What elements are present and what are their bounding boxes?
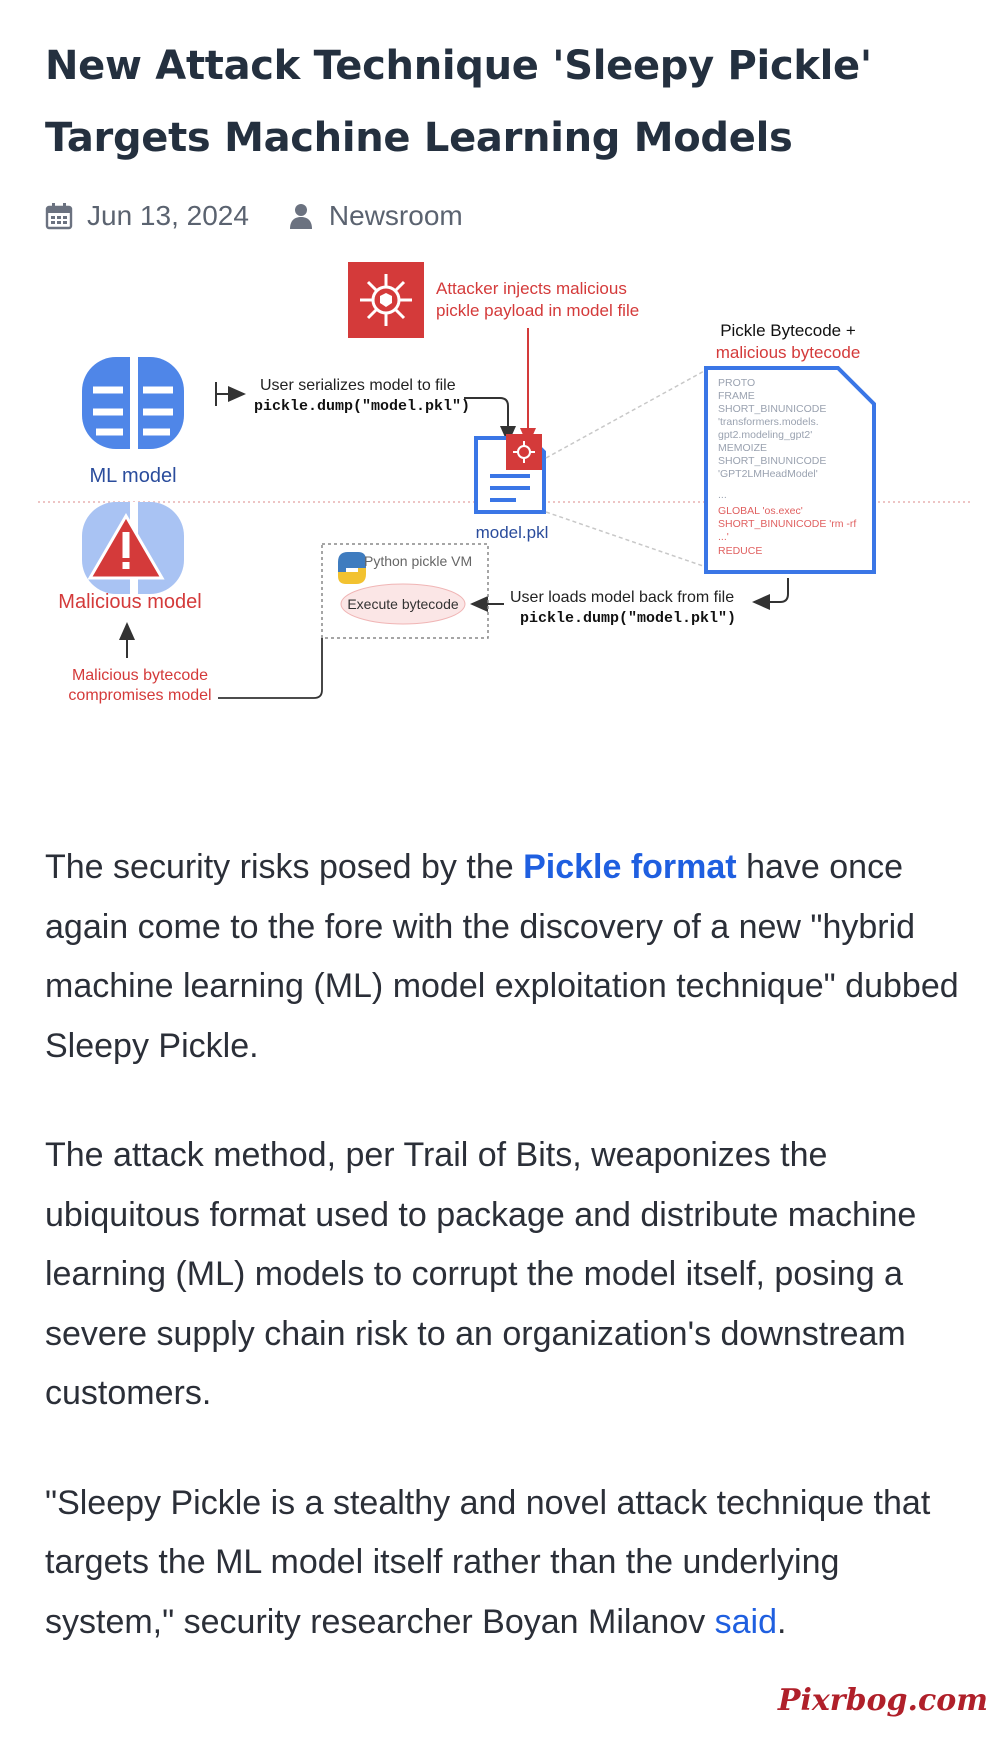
- paragraph-text: .: [777, 1602, 787, 1641]
- ml-model-label: ML model: [89, 465, 176, 487]
- bytecode-line: SHORT_BINUNICODE: [718, 455, 826, 467]
- bytecode-lines: PROTO FRAME SHORT_BINUNICODE 'transforme…: [718, 377, 826, 501]
- paragraph-text: have once again come to the fore with th…: [45, 848, 959, 1065]
- ml-model-brain-icon: [82, 357, 184, 449]
- compromise-label-2: compromises model: [68, 687, 211, 704]
- bytecode-line: 'GPT2LMHeadModel': [718, 468, 818, 480]
- python-vm-label: Python pickle VM: [364, 553, 472, 569]
- python-logo-icon: [338, 552, 366, 584]
- watermark: Pixrbog.com: [777, 1683, 988, 1718]
- attacker-label-1: Attacker injects malicious: [436, 279, 627, 298]
- bytecode-ellipsis: ...: [718, 489, 727, 501]
- bytecode-line: MEMOIZE: [718, 442, 767, 454]
- paragraph-1: The security risks posed by the Pickle f…: [45, 838, 975, 1076]
- bytecode-malicious-line: ...': [718, 531, 729, 543]
- bytecode-malicious-line: SHORT_BINUNICODE 'rm -rf: [718, 518, 856, 530]
- article-body: The security risks posed by the Pickle f…: [45, 838, 975, 1702]
- load-label: User loads model back from file: [510, 589, 734, 606]
- author-link[interactable]: Newsroom: [328, 200, 463, 231]
- bytecode-line: gpt2.modeling_gpt2': [718, 429, 812, 441]
- bytecode-malicious-lines: GLOBAL 'os.exec' SHORT_BINUNICODE 'rm -r…: [718, 505, 856, 557]
- compromise-label-1: Malicious bytecode: [72, 667, 208, 684]
- bytecode-line: FRAME: [718, 390, 755, 402]
- serialize-code: pickle.dump("model.pkl"): [254, 398, 470, 415]
- calendar-icon: [45, 203, 73, 230]
- article-title: New Attack Technique 'Sleepy Pickle' Tar…: [45, 43, 872, 161]
- malicious-model-label: Malicious model: [58, 591, 201, 613]
- pickle-format-link[interactable]: Pickle format: [523, 848, 737, 886]
- model-file-label: model.pkl: [476, 523, 549, 542]
- attacker-label-2: pickle payload in model file: [436, 301, 639, 320]
- paragraph-text: The security risks posed by the: [45, 848, 524, 886]
- load-code: pickle.dump("model.pkl"): [520, 610, 736, 627]
- sleepy-pickle-diagram: Attacker injects malicious pickle payloa…: [38, 262, 970, 704]
- paragraph-text: "Sleepy Pickle is a stealthy and novel a…: [45, 1483, 931, 1641]
- paragraph-2: The attack method, per Trail of Bits, we…: [45, 1136, 917, 1412]
- model-file-icon: [474, 434, 546, 514]
- bytecode-title-1: Pickle Bytecode +: [720, 321, 856, 340]
- bytecode-line: SHORT_BINUNICODE: [718, 403, 826, 415]
- execute-label: Execute bytecode: [347, 596, 459, 612]
- article-meta: Jun 13, 2024 Newsroom: [45, 196, 463, 236]
- said-link[interactable]: said: [714, 1602, 778, 1641]
- user-icon: [289, 204, 312, 229]
- bytecode-line: PROTO: [718, 377, 755, 389]
- attacker-icon: [348, 262, 424, 338]
- serialize-label: User serializes model to file: [260, 377, 456, 394]
- article-figure: Attacker injects malicious pickle payloa…: [38, 262, 970, 792]
- publish-date: Jun 13, 2024: [87, 200, 249, 231]
- bytecode-document: [704, 366, 876, 574]
- bytecode-title-2: malicious bytecode: [716, 343, 861, 362]
- malicious-model-brain-icon: [82, 502, 184, 594]
- paragraph-3: "Sleepy Pickle is a stealthy and novel a…: [45, 1474, 975, 1653]
- bytecode-line: 'transformers.models.: [718, 416, 819, 428]
- bytecode-malicious-line: GLOBAL 'os.exec': [718, 505, 803, 517]
- bytecode-reduce: REDUCE: [718, 545, 762, 557]
- python-vm-box: [321, 543, 489, 639]
